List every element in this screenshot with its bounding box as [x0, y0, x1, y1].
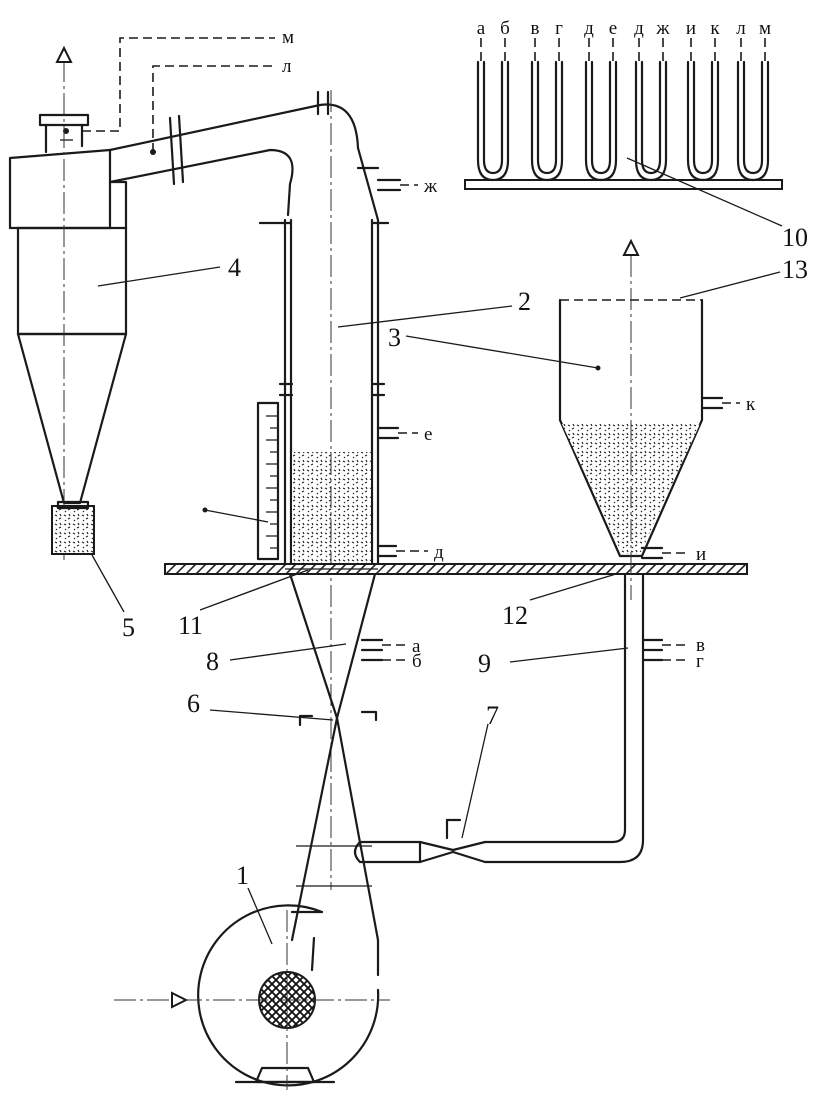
label-10: 10 — [782, 223, 808, 252]
collector-jar: 5 — [51, 500, 135, 642]
bed-height-scale — [202, 401, 280, 561]
label-8: 8 — [206, 647, 219, 676]
manometer-labels: а б в г д е д ж и к л м — [477, 18, 771, 39]
u-tube-pair-4 — [634, 38, 668, 182]
hopper-vent-arrow — [622, 238, 640, 256]
manometer-label-1: а — [477, 18, 486, 39]
blower: 1 — [114, 861, 390, 1090]
label-13: 13 — [782, 255, 808, 284]
manometer-label-12: м — [759, 18, 771, 39]
feed-hopper: 3 13 — [388, 255, 808, 560]
manometer-label-2: б — [500, 18, 510, 39]
label-5: 5 — [122, 613, 135, 642]
label-4: 4 — [228, 253, 241, 282]
tap-a: а — [412, 636, 421, 657]
label-1: 1 — [236, 861, 249, 890]
u-tube-pair-1 — [476, 38, 510, 182]
label-7: 7 — [486, 701, 499, 730]
manometer-label-9: и — [686, 18, 696, 39]
manometer-label-7: д — [634, 18, 644, 39]
manometer-label-3: в — [531, 18, 540, 39]
label-12: 12 — [502, 601, 528, 630]
tap-k: к — [746, 394, 756, 415]
label-3: 3 — [388, 323, 401, 352]
label-11: 11 — [178, 611, 203, 640]
manometer-label-8: ж — [655, 18, 670, 39]
tap-l-top: л — [282, 56, 292, 77]
u-tube-pair-3 — [584, 38, 618, 182]
support-plate — [164, 563, 748, 575]
tap-e: е — [424, 424, 432, 445]
manometer-label-5: д — [584, 18, 594, 39]
label-9: 9 — [478, 649, 491, 678]
u-tube-pair-5 — [686, 38, 720, 182]
riser-inlet-cone — [288, 572, 384, 942]
air-inlet-arrow — [171, 991, 189, 1009]
tap-v: в — [696, 635, 705, 656]
manometer-label-11: л — [736, 18, 746, 39]
tap-b: б — [412, 651, 422, 672]
manometer-label-10: к — [710, 18, 720, 39]
manometer-label-6: е — [609, 18, 617, 39]
u-tube-pair-6 — [736, 38, 770, 182]
connecting-duct — [108, 90, 360, 217]
cyclone: 4 — [8, 113, 241, 505]
label-6: 6 — [187, 689, 200, 718]
tap-g: г — [696, 651, 704, 672]
tap-d: д — [434, 542, 444, 563]
label-2: 2 — [518, 287, 531, 316]
riser-column — [258, 146, 402, 567]
manometer-panel: а б в г д е д ж и к л м 10 — [464, 18, 808, 252]
tap-i: и — [696, 544, 706, 565]
tap-zh: ж — [423, 176, 438, 197]
u-tube-pair-2 — [530, 38, 564, 182]
manometer-base-plate — [464, 179, 783, 190]
tap-m-top: м — [282, 27, 294, 48]
transport-line — [353, 572, 664, 864]
cyclone-exhaust-arrow — [55, 45, 73, 63]
manometer-label-4: г — [555, 18, 563, 39]
